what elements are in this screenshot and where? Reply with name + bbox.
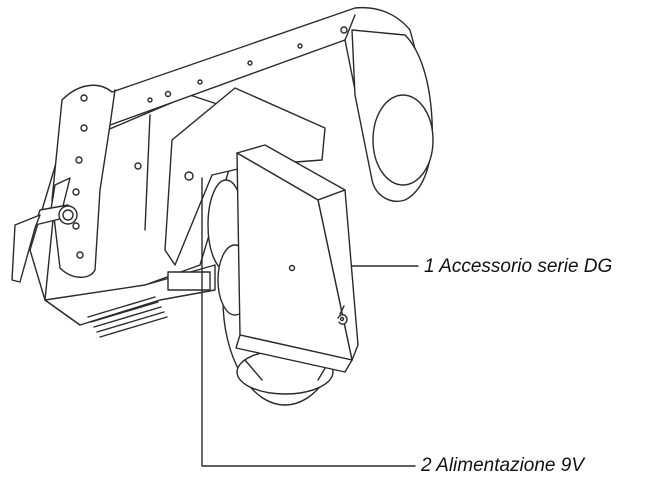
dg-accessory-box (235, 144, 359, 373)
callout-leaders (201, 177, 419, 467)
vent-grille (87, 271, 211, 338)
bracket-arm-right (351, 29, 434, 202)
callout-label-power: 2 Alimentazione 9V (421, 455, 585, 476)
callout-leader-2 (201, 177, 416, 467)
callout-label-accessory: 1 Accessorio serie DG (424, 256, 613, 277)
locking-handle (11, 177, 78, 283)
